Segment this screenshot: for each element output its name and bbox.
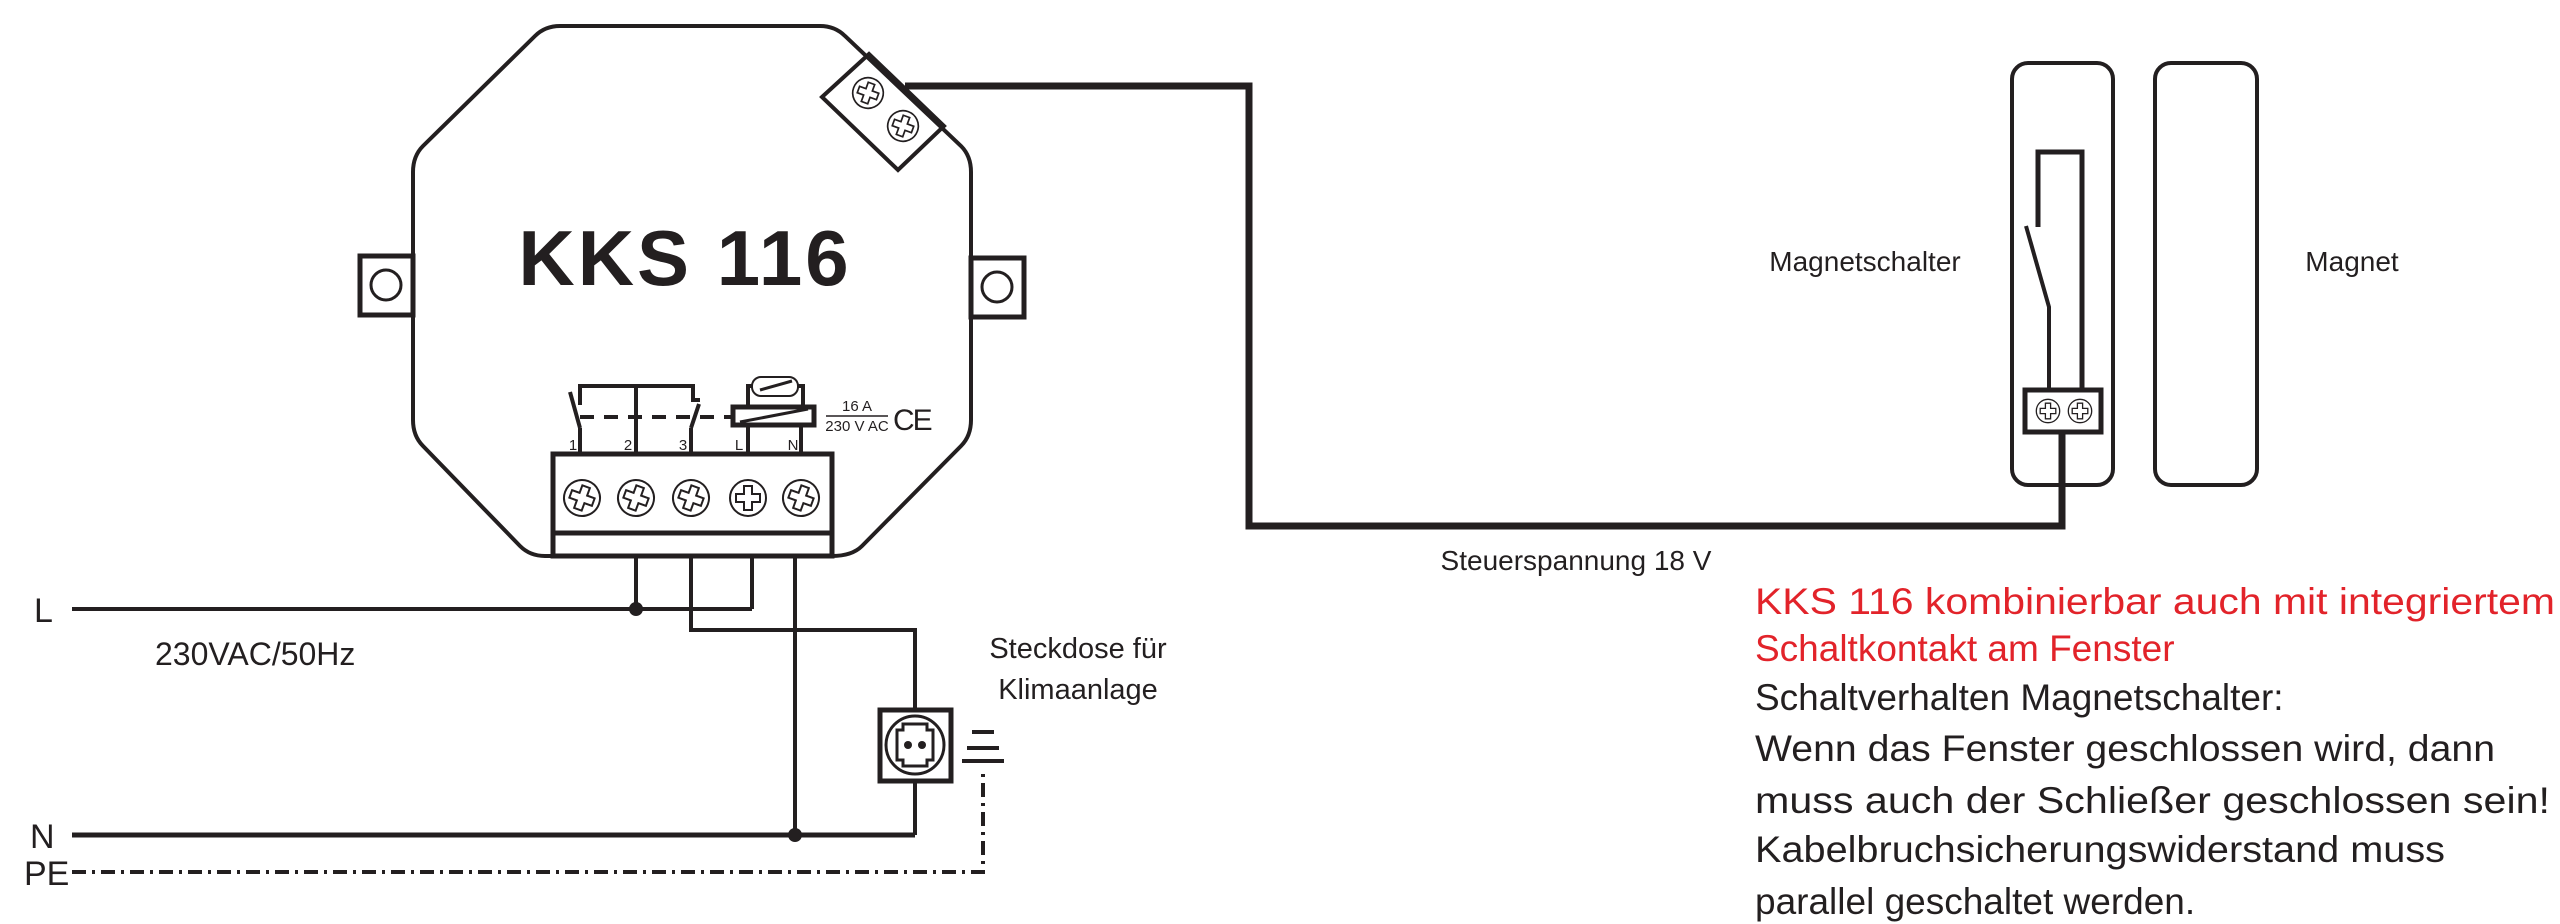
- junction-dot-l: [629, 602, 643, 616]
- terminal-labels: 1 2 3 L N: [569, 437, 799, 454]
- mounting-ear-left: [357, 253, 416, 318]
- terminal-label-3: 3: [679, 437, 687, 454]
- control-wire: [905, 82, 2066, 530]
- magnet-label: Magnet: [2305, 246, 2399, 277]
- neutral-label: N: [30, 818, 55, 856]
- relay-schematic: [568, 376, 817, 454]
- note-body-1: Schaltverhalten Magnetschalter:: [1755, 677, 2284, 718]
- schuko-socket-icon: [877, 707, 954, 784]
- note-highlight-2: Schaltkontakt am Fenster: [1755, 628, 2175, 669]
- terminal-label-l: L: [735, 437, 743, 454]
- rating-current: 16 A: [842, 398, 872, 415]
- supply-label: 230VAC/50Hz: [155, 636, 355, 672]
- socket-label-2: Klimaanlage: [998, 674, 1158, 706]
- earth-ground-icon: [962, 730, 1004, 763]
- kks116-housing: KKS 116: [357, 24, 1027, 558]
- rating-label: 16 A 230 V AC CE: [825, 398, 933, 437]
- magnetic-switch: [2010, 61, 2115, 487]
- note-body-3: muss auch der Schließer geschlossen sein…: [1755, 780, 2550, 821]
- mounting-hole-right: [980, 270, 1014, 304]
- rating-voltage: 230 V AC: [825, 418, 889, 435]
- ce-mark: CE: [893, 404, 932, 437]
- magnet: [2153, 61, 2259, 487]
- note-body-2: Wenn das Fenster geschlossen wird, dann: [1755, 728, 2495, 769]
- device-title: KKS 116: [518, 214, 851, 302]
- mounting-hole-left: [369, 268, 403, 302]
- earth-label: PE: [24, 855, 69, 893]
- terminal-label-2: 2: [624, 437, 632, 454]
- terminal-label-n: N: [788, 437, 799, 454]
- terminal-label-1: 1: [569, 437, 577, 454]
- control-terminal: [819, 51, 947, 173]
- terminal-strip: [550, 451, 835, 559]
- magnetic-switch-label: Magnetschalter: [1769, 246, 1960, 277]
- note-body-4: Kabelbruchsicherungswiderstand muss: [1755, 829, 2445, 870]
- mounting-ear-right: [968, 255, 1027, 320]
- octagon-outline: [411, 24, 973, 558]
- note-body-5: parallel geschaltet werden.: [1755, 881, 2195, 922]
- junction-dot-n: [788, 828, 802, 842]
- note-highlight-1: KKS 116 kombinierbar auch mit integriert…: [1755, 581, 2555, 622]
- mains-wiring: [72, 556, 985, 874]
- control-voltage-label: Steuerspannung 18 V: [1441, 545, 1712, 576]
- notes: KKS 116 kombinierbar auch mit integriert…: [1755, 581, 2555, 922]
- line-label: L: [34, 592, 53, 630]
- socket-label-1: Steckdose für: [989, 633, 1167, 665]
